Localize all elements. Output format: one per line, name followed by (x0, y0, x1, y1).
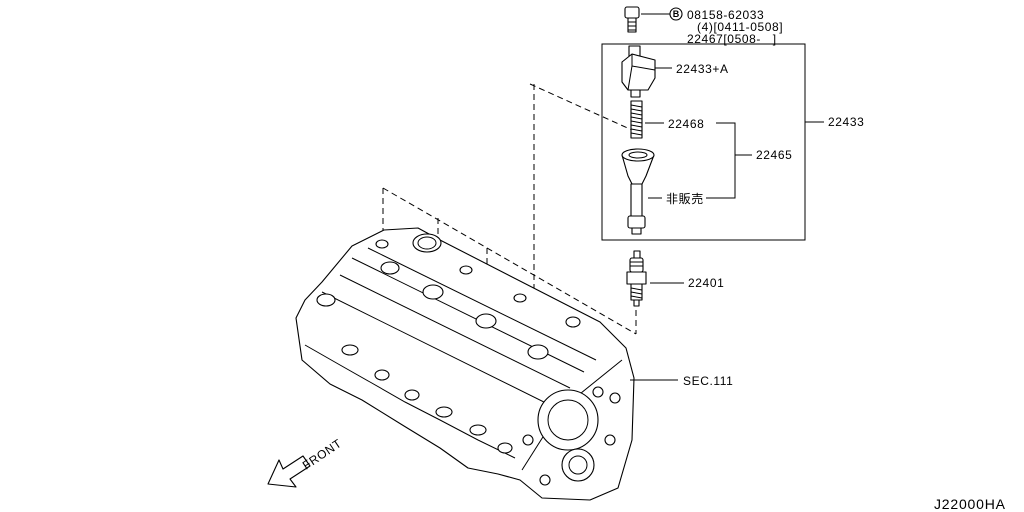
bolt-hole (592, 386, 604, 398)
section-label: SEC.111 (683, 374, 733, 388)
side-port (497, 442, 513, 454)
spark-plug (626, 250, 647, 307)
bolt-hole (609, 392, 621, 404)
side-port (374, 369, 390, 381)
lower-bore-inner (568, 455, 588, 475)
projection-line (529, 83, 633, 131)
boot (621, 148, 655, 235)
side-port (404, 389, 420, 401)
plug-hex (626, 271, 647, 285)
front-arrow-icon (267, 455, 311, 488)
boot-tip (631, 227, 642, 235)
boot-end (627, 215, 646, 229)
bolt-head (624, 6, 640, 19)
coil-assembly-box (601, 43, 806, 241)
side-port (435, 406, 453, 418)
ref-symbol-circle (669, 7, 683, 21)
coil-stem (630, 89, 641, 98)
bolt-hole (604, 434, 616, 446)
side-port (316, 293, 336, 307)
coil-label: 22433+A (676, 62, 729, 76)
bolt-quantity-dates: (4)[0411-0508] (697, 20, 783, 34)
bolt-alternate-part: 22467[0508- ] (687, 32, 777, 46)
not-for-sale-label: 非販売 (666, 191, 704, 206)
boot-group-bracket (706, 122, 736, 199)
bolt-shaft (627, 17, 637, 33)
cam-cap (513, 293, 527, 303)
cam-bore-inner (547, 399, 589, 441)
spark-plug-hole (380, 261, 400, 275)
lower-side-edge (304, 344, 516, 459)
spring-body (630, 100, 643, 139)
cam-cap (375, 239, 389, 249)
cam-bore (537, 389, 599, 451)
bolt-part-number: 08158-62033 (687, 8, 764, 22)
ignition-coil (621, 45, 656, 98)
bolt-callout: B 08158-62033 (4)[0411-0508] 22467[0508-… (641, 7, 783, 46)
spark-plug-hole (422, 284, 444, 300)
coil-body (621, 53, 656, 91)
spring-label: 22468 (668, 117, 704, 131)
bolt (624, 6, 640, 33)
front-label: FRONT (300, 436, 345, 472)
boot-cup-rim (621, 148, 655, 162)
diagram-code: J22000HA (934, 496, 1006, 512)
plug-ribs (630, 261, 643, 267)
cam-cap (459, 265, 473, 275)
oil-filler-boss (412, 233, 442, 253)
cylinder-head (295, 227, 635, 501)
spark-plug-hole (475, 313, 497, 329)
coil-assembly-label: 22433 (828, 115, 864, 129)
bolt-thread (628, 21, 636, 31)
bolt-hole (539, 474, 551, 486)
bolt-hole (522, 434, 534, 446)
projection-line (382, 187, 637, 335)
plug-thread-lines (630, 287, 643, 299)
side-port (469, 424, 487, 436)
plug-tip (633, 299, 640, 307)
plug-terminal (633, 250, 641, 259)
spark-plug-hole (527, 344, 549, 360)
boot-cup-inner (628, 151, 648, 159)
oil-filler-cap (417, 236, 437, 250)
spring-coils (630, 104, 643, 136)
cam-cap (565, 316, 581, 328)
side-port (341, 344, 359, 356)
spark-plug-label: 22401 (688, 276, 724, 290)
cam-rail (339, 274, 571, 389)
coil-body-edge (627, 54, 656, 91)
lower-bore (561, 448, 595, 482)
cam-rail (367, 247, 597, 361)
ref-symbol: B (673, 9, 680, 19)
boot-group-label: 22465 (756, 148, 792, 162)
plug-insulator (629, 257, 644, 273)
boot-tube (630, 183, 643, 217)
spring (630, 100, 643, 139)
